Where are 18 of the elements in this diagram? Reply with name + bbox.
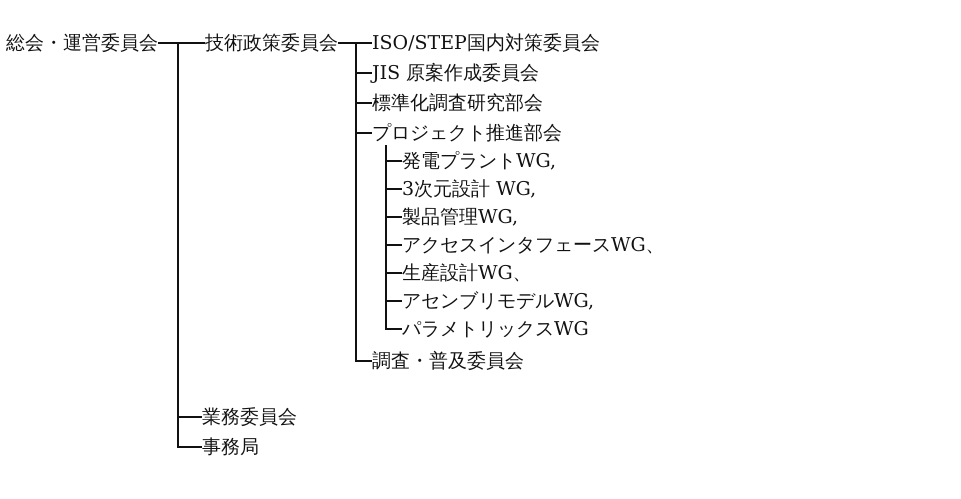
committee-label: 生産設計WG、 [402,261,532,285]
committee-label: 調査・普及委員会 [372,349,524,373]
committee-label: プロジェクト推進部会 [372,121,562,145]
committee-label: ISO/STEP国内対策委員会 [372,31,600,55]
committee-label: アセンブリモデルWG, [402,289,594,313]
committee-label: JIS 原案作成委員会 [372,61,540,85]
committee-label: 事務局 [202,435,259,459]
committee-label: 標準化調査研究部会 [372,91,543,115]
connector-line [338,42,372,362]
committee-label: 発電プラントWG, [402,149,556,173]
committee-label: 技術政策委員会 [205,31,338,55]
connector-line [385,145,402,330]
committee-label: 3次元設計 WG, [402,177,536,201]
committee-label: 製品管理WG, [402,205,518,229]
committee-label: パラメトリックスWG [402,317,589,341]
committee-label: 業務委員会 [202,405,297,429]
committee-label: 総会・運営委員会 [6,31,158,55]
committee-label: アクセスインタフェースWG、 [402,233,665,257]
